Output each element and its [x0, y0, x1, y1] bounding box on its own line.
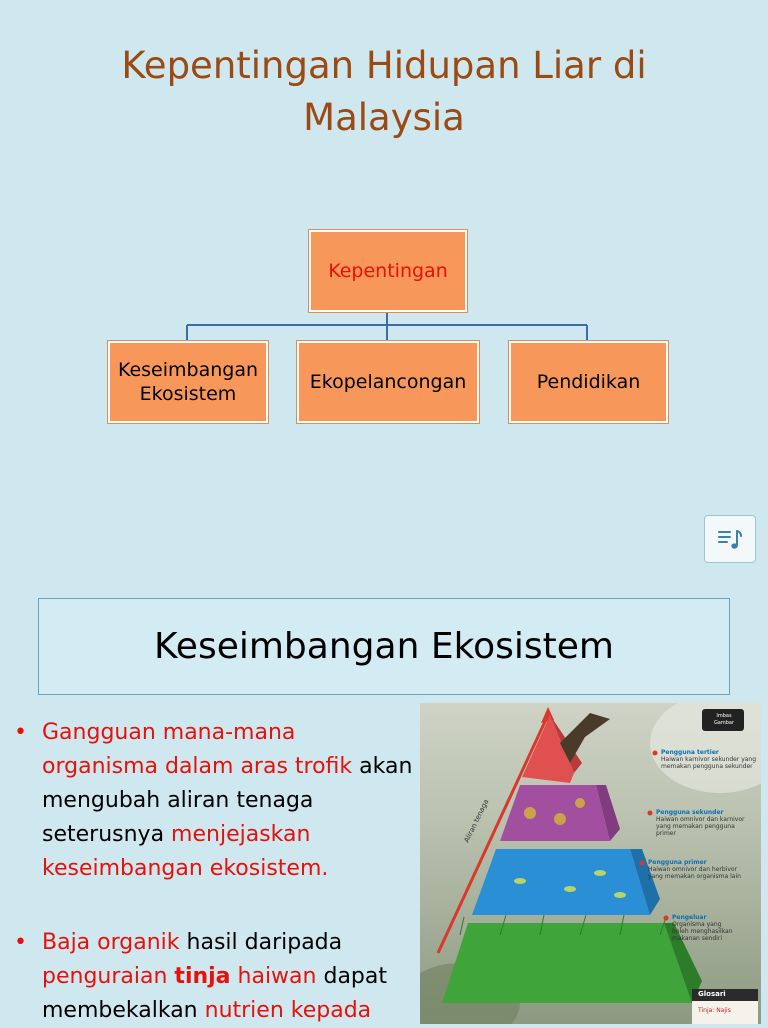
playlist-music-icon [718, 530, 742, 549]
tier-name: Pengeluar [672, 914, 707, 921]
bullet-2-text-g: nutrien kepada [204, 998, 372, 1023]
bullet-1-text-c: menjejaskan keseimbangan ekosistem. [42, 822, 329, 881]
bullet-list: • Gangguan mana-mana organisma dalam ara… [14, 716, 414, 1028]
section-title: Keseimbangan Ekosistem [153, 626, 615, 667]
glosari-title: Glosari [698, 990, 726, 998]
audio-playlist-button[interactable] [704, 515, 756, 563]
glosari-term-text: Tinja: Najis [698, 1007, 731, 1014]
bullet-2-text-c: penguraian [42, 964, 175, 989]
bullet-dot: • [14, 930, 27, 955]
node-label-line-2: Ekosistem [139, 383, 237, 405]
bullet-2-text-e: haiwan [230, 964, 317, 989]
node-label-line-1: Keseimbangan [117, 359, 259, 381]
glosari-term: Tinja: Najis [698, 1007, 731, 1014]
tier-desc: Haiwan karnivor sekunder yang memakan pe… [661, 756, 757, 770]
node-label: Pendidikan [536, 371, 641, 393]
tier-name: Pengguna sekunder [656, 809, 724, 816]
imbas-gambar-badge: Imbas Gambar [706, 713, 742, 727]
tier-desc: Haiwan omnivor dan herbivor yang memakan… [648, 866, 741, 880]
energy-pyramid-illustration: Aliran tenaga [420, 703, 761, 1024]
bullet-2-text-f: dapat membekalkan [42, 964, 387, 1023]
slide-title-line-2: Malaysia [303, 96, 465, 139]
slide-title: Kepentingan Hidupan Liar di Malaysia [60, 40, 708, 144]
bullet-1-text-a: Gangguan mana-mana organisma dalam aras … [42, 720, 353, 779]
glosari-header: Glosari [698, 991, 726, 998]
tier-label-primer: Pengguna primer Haiwan omnivor dan herbi… [648, 859, 748, 880]
bullet-1-text-b: akan mengubah aliran tenaga seterusnya [42, 754, 413, 847]
tier-label-pengeluar: Pengeluar Organisma yang boleh menghasil… [672, 914, 734, 942]
diagram-node-keseimbangan: Keseimbangan Ekosistem [108, 341, 268, 423]
badge-text: Imbas Gambar [713, 713, 735, 726]
diagram-node-ekopelancongan: Ekopelancongan [297, 341, 479, 423]
bullet-dot: • [14, 720, 27, 745]
bullet-2-text-b: hasil daripada [179, 930, 343, 955]
bullet-item-1: • Gangguan mana-mana organisma dalam ara… [14, 716, 414, 886]
tier-desc: Organisma yang boleh menghasilkan makana… [672, 921, 733, 942]
energy-pyramid-image: Aliran tenaga [420, 703, 761, 1024]
diagram-root-node: Kepentingan [309, 230, 467, 312]
section-header-box: Keseimbangan Ekosistem [38, 598, 730, 695]
slide-title-line-1: Kepentingan Hidupan Liar di [121, 44, 647, 87]
tier-desc: Haiwan omnivor dan karnivor yang memakan… [656, 816, 745, 837]
arrow-label: Aliran tenaga [463, 798, 491, 844]
tier-name: Pengguna primer [648, 859, 707, 866]
bullet-2-text-a: Baja organik [42, 930, 180, 955]
bullet-item-2: • Baja organik hasil daripada penguraian… [14, 926, 414, 1028]
tier-name: Pengguna tertier [661, 749, 719, 756]
bullet-2-text-d: tinja [174, 964, 231, 989]
tree-connectors [186, 309, 588, 341]
root-node-label: Kepentingan [328, 260, 448, 282]
tier-label-tertier: Pengguna tertier Haiwan karnivor sekunde… [661, 749, 757, 770]
diagram-node-pendidikan: Pendidikan [509, 341, 668, 423]
node-label: Ekopelancongan [309, 371, 467, 393]
tier-label-sekunder: Pengguna sekunder Haiwan omnivor dan kar… [656, 809, 756, 837]
